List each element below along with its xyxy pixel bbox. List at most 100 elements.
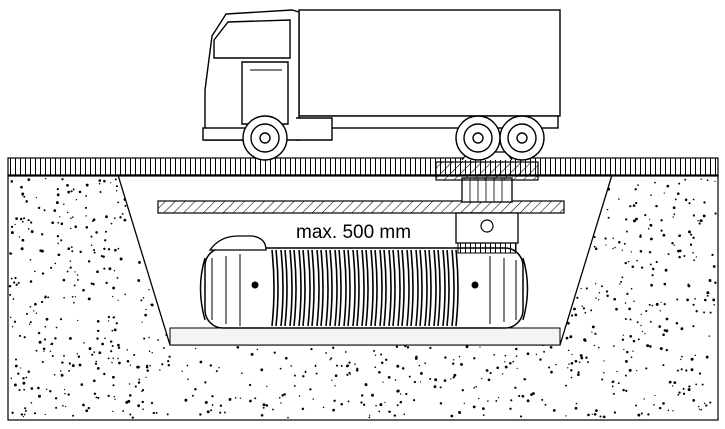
tank-rib: [370, 249, 378, 327]
soil-speck: [9, 293, 12, 296]
soil-speck: [574, 406, 578, 410]
soil-speck: [617, 382, 620, 385]
soil-speck: [433, 385, 437, 389]
truck-rear-wheel-2: [499, 115, 545, 161]
soil-speck: [368, 416, 371, 419]
soil-speck: [504, 361, 506, 363]
soil-speck: [598, 291, 601, 294]
soil-speck: [678, 235, 680, 237]
soil-speck: [61, 178, 64, 181]
soil-speck: [141, 400, 144, 404]
soil-speck: [340, 365, 343, 367]
soil-speck: [10, 231, 14, 235]
soil-speck: [30, 387, 34, 390]
soil-speck: [650, 283, 653, 287]
soil-speck: [44, 325, 47, 328]
soil-speck: [134, 385, 137, 388]
soil-speck: [115, 185, 119, 188]
soil-speck: [687, 388, 691, 392]
soil-speck: [697, 405, 700, 408]
soil-speck: [138, 378, 141, 381]
soil-speck: [649, 223, 653, 227]
soil-speck: [33, 412, 37, 415]
soil-speck: [406, 346, 410, 349]
soil-speck: [283, 393, 286, 396]
soil-speck: [59, 216, 61, 218]
soil-speck: [93, 251, 96, 254]
soil-speck: [51, 221, 55, 225]
soil-speck: [24, 407, 27, 410]
soil-speck: [157, 339, 159, 341]
soil-speck: [682, 392, 686, 395]
soil-speck: [29, 280, 33, 283]
soil-speck: [17, 281, 20, 284]
soil-speck: [373, 349, 375, 352]
soil-speck: [703, 298, 707, 302]
soil-speck: [686, 298, 689, 302]
soil-speck: [577, 371, 580, 374]
soil-speck: [635, 201, 638, 205]
soil-speck: [223, 411, 226, 414]
soil-speck: [587, 361, 589, 364]
soil-speck: [206, 410, 210, 414]
soil-speck: [293, 374, 296, 377]
soil-speck: [625, 389, 628, 392]
soil-speck: [692, 325, 695, 328]
soil-speck: [146, 369, 149, 372]
soil-speck: [647, 227, 650, 230]
soil-speck: [515, 347, 518, 351]
soil-speck: [518, 394, 521, 398]
soil-speck: [613, 411, 617, 414]
soil-speck: [646, 344, 650, 348]
soil-speck: [167, 359, 170, 363]
soil-speck: [117, 357, 119, 360]
soil-speck: [667, 409, 670, 412]
soil-speck: [712, 265, 716, 268]
soil-speck: [45, 388, 48, 391]
soil-speck: [355, 369, 359, 372]
soil-speck: [37, 386, 40, 390]
soil-speck: [42, 347, 46, 351]
soil-speck: [126, 349, 128, 351]
soil-speck: [713, 304, 715, 306]
soil-speck: [591, 413, 593, 415]
soil-speck: [677, 393, 680, 396]
soil-speck: [71, 250, 74, 253]
soil-speck: [91, 353, 94, 356]
soil-speck: [658, 406, 662, 410]
soil-speck: [239, 397, 242, 400]
soil-speck: [77, 355, 81, 358]
soil-speck: [672, 206, 676, 210]
soil-speck: [570, 362, 574, 365]
soil-speck: [142, 297, 145, 299]
tank-rib: [298, 249, 306, 327]
soil-speck: [166, 413, 169, 416]
soil-speck: [119, 257, 123, 261]
soil-speck: [184, 398, 188, 402]
soil-speck: [571, 353, 573, 356]
soil-speck: [565, 336, 569, 340]
soil-speck: [117, 299, 119, 302]
soil-speck: [14, 358, 18, 361]
soil-speck: [613, 297, 617, 301]
soil-speck: [334, 374, 338, 378]
soil-speck: [194, 387, 197, 391]
soil-speck: [632, 204, 636, 207]
soil-speck: [117, 343, 120, 347]
soil-speck: [706, 179, 709, 182]
load-distribution-slab: [157, 200, 565, 214]
soil-speck: [85, 215, 87, 217]
soil-speck: [115, 190, 118, 192]
soil-speck: [648, 251, 652, 254]
soil-speck: [640, 412, 643, 415]
soil-speck: [90, 282, 93, 285]
soil-speck: [146, 364, 149, 367]
soil-speck: [475, 385, 478, 388]
soil-speck: [204, 381, 207, 384]
soil-speck: [68, 336, 72, 340]
soil-speck: [90, 235, 93, 238]
soil-speck: [59, 318, 63, 321]
soil-speck: [41, 233, 44, 236]
soil-speck: [663, 282, 667, 286]
soil-speck: [30, 221, 33, 224]
